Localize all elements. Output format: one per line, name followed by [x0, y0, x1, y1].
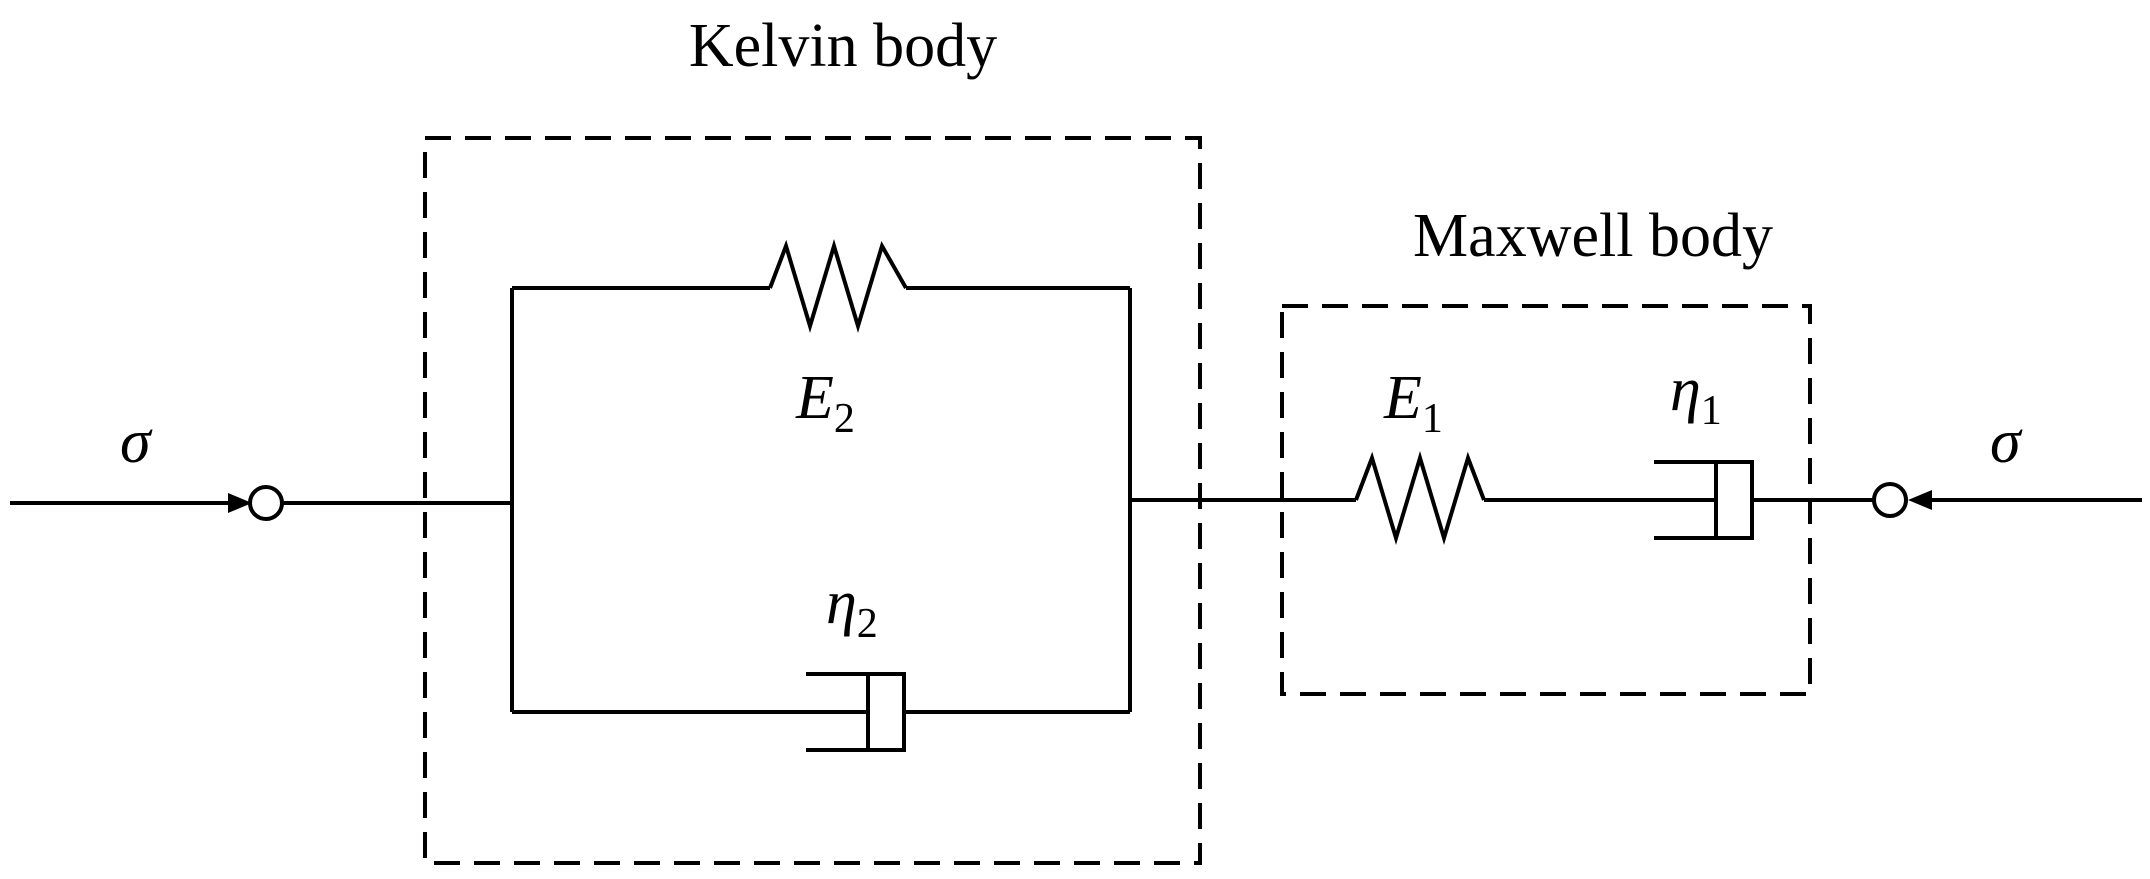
kelvin-body-title: Kelvin body: [689, 12, 997, 80]
maxwell-dashpot-piston-icon: [1714, 460, 1754, 540]
left-arrowhead: [228, 493, 252, 513]
left-terminal-node: [248, 485, 284, 521]
right-arrowhead: [1908, 490, 1932, 510]
right-stress-label: σ: [1990, 408, 2023, 476]
kelvin-body-boundary: [423, 136, 1202, 865]
right-terminal-node: [1872, 482, 1908, 518]
maxwell-spring-label: E1: [1383, 364, 1443, 442]
kelvin-spring-label: E2: [795, 364, 855, 442]
maxwell-spring-icon: [1354, 451, 1486, 545]
kelvin-spring-icon: [768, 239, 908, 333]
kelvin-dashpot-label: η2: [826, 569, 878, 647]
left-stress-label: σ: [120, 408, 153, 476]
maxwell-body-title: Maxwell body: [1413, 202, 1773, 270]
kelvin-dashpot-piston-icon: [866, 672, 906, 752]
maxwell-dashpot-label: η1: [1670, 356, 1722, 434]
